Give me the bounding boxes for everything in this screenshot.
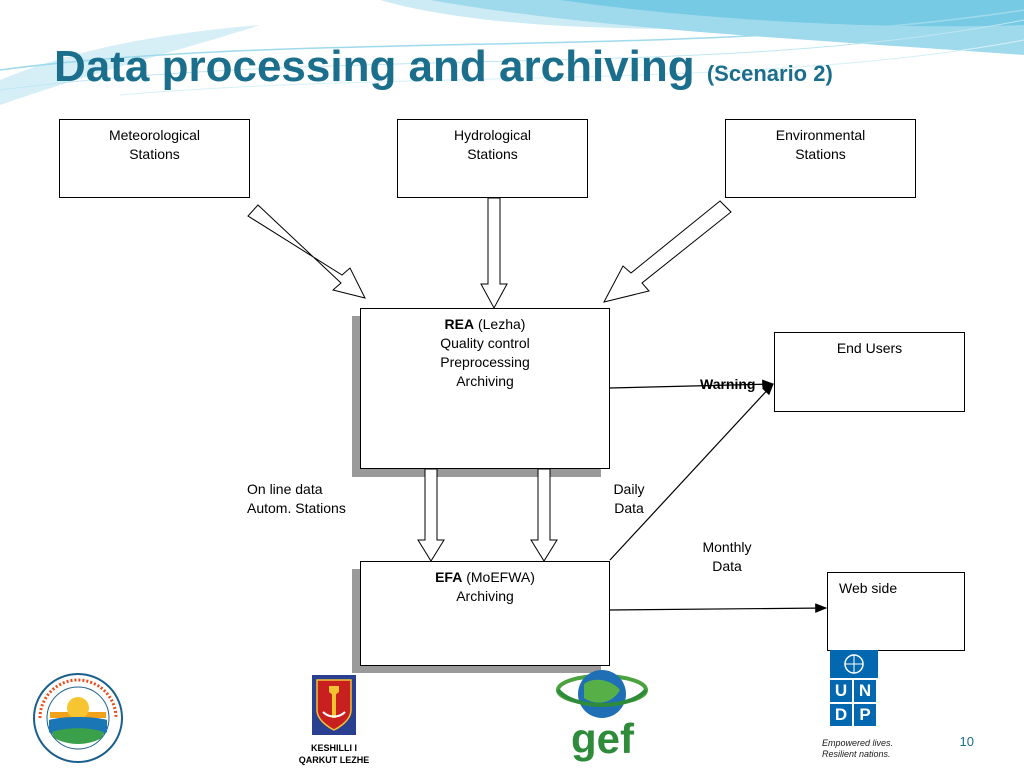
gef-globe-logo <box>556 670 648 718</box>
slide-title-main: Data processing and archiving <box>54 42 695 91</box>
warning-label: Warning <box>700 376 756 392</box>
meteorological-stations-box: Meteorological Stations <box>59 119 250 198</box>
undp-tagline-line1: Empowered lives. <box>822 738 894 748</box>
online-data-label: On line data Autom. Stations <box>247 480 346 518</box>
page-number: 10 <box>959 734 974 749</box>
undp-letter: U <box>830 680 852 702</box>
efa-title: EFA (MoEFWA) <box>361 568 609 587</box>
efa-location: (MoEFWA) <box>462 569 535 585</box>
rea-title: REA (Lezha) <box>361 315 609 334</box>
block-arrow-online-data <box>417 468 445 562</box>
rea-box: REA (Lezha) Quality control Preprocessin… <box>360 308 610 469</box>
slide-title: Data processing and archiving (Scenario … <box>54 40 833 101</box>
daily-data-label: Daily Data <box>613 480 645 518</box>
warning-arrow <box>609 379 775 390</box>
monthly-data-label: Monthly Data <box>698 538 756 576</box>
web-side-arrow <box>609 603 828 613</box>
source-label-line2: Stations <box>129 146 180 162</box>
efa-name: EFA <box>435 569 463 585</box>
undp-emblem-tile <box>830 650 878 678</box>
header-wave-background <box>0 0 1024 105</box>
undp-tagline: Empowered lives. Resilient nations. <box>822 738 893 760</box>
monthly-line2: Data <box>712 558 742 574</box>
block-arrow-daily-data <box>530 468 558 562</box>
rea-line: Quality control <box>440 335 530 351</box>
block-arrow-hydrological <box>480 197 508 310</box>
gef-wordmark: gef <box>571 715 634 762</box>
keshilli-shield-logo <box>312 675 356 735</box>
online-data-line1: On line data <box>247 481 323 497</box>
environmental-stations-box: Environmental Stations <box>725 119 916 198</box>
undp-letter: D <box>830 704 852 726</box>
block-arrow-environmental <box>603 200 732 303</box>
online-data-line2: Autom. Stations <box>247 500 346 516</box>
monthly-arrow <box>609 383 774 561</box>
rea-location: (Lezha) <box>474 316 526 332</box>
daily-line2: Data <box>614 500 644 516</box>
hydrological-stations-box: Hydrological Stations <box>397 119 588 198</box>
keshilli-caption: KESHILLI I QARKUT LEZHE <box>296 742 372 766</box>
ministry-emblem-logo <box>33 673 123 763</box>
keshilli-line2: QARKUT LEZHE <box>298 755 370 765</box>
web-side-label: Web side <box>839 580 898 596</box>
undp-letter: N <box>854 680 876 702</box>
rea-line: Archiving <box>456 373 514 389</box>
rea-line: Preprocessing <box>440 354 530 370</box>
daily-line1: Daily <box>613 481 645 497</box>
undp-letter: P <box>854 704 876 726</box>
efa-box: EFA (MoEFWA) Archiving <box>360 561 610 666</box>
un-emblem-icon <box>844 654 864 674</box>
keshilli-line1: KESHILLI I <box>310 743 357 753</box>
source-label-line2: Stations <box>467 146 518 162</box>
undp-tagline-line2: Resilient nations. <box>822 749 891 759</box>
rea-name: REA <box>444 316 475 332</box>
undp-logo: U N D P <box>830 650 878 726</box>
end-users-box: End Users <box>774 332 965 412</box>
source-label-line1: Environmental <box>775 127 866 143</box>
end-users-label: End Users <box>836 340 903 356</box>
source-label-line1: Hydrological <box>453 127 532 143</box>
undp-letters: U N D P <box>830 680 878 726</box>
source-label-line1: Meteorological <box>108 127 201 143</box>
slide-title-sub: (Scenario 2) <box>706 61 833 86</box>
web-side-box: Web side <box>827 572 965 651</box>
efa-line: Archiving <box>456 588 514 604</box>
block-arrow-meteorological <box>247 204 366 299</box>
source-label-line2: Stations <box>795 146 846 162</box>
monthly-line1: Monthly <box>702 539 752 555</box>
